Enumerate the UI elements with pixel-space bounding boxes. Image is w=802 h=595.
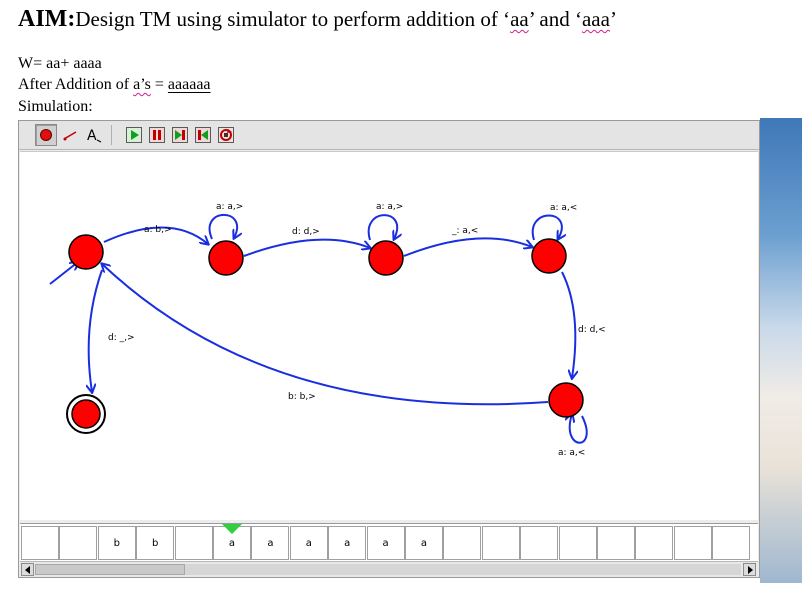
aim-end: ’ (609, 7, 617, 31)
simulator-toolbar: A (19, 121, 759, 150)
loop-q3 (531, 214, 562, 241)
after-as: a’s (133, 76, 151, 93)
toolbar-separator (111, 125, 112, 145)
arrow-line-icon (63, 131, 77, 141)
label-q4-loop: a: a,< (558, 448, 585, 458)
w-line: W= aa+ aaaa (18, 55, 102, 72)
step-button[interactable] (169, 124, 191, 146)
loop-q1 (208, 213, 238, 239)
start-arrow (49, 262, 78, 285)
arc-q0-q1 (103, 226, 208, 244)
tape-cell[interactable] (635, 526, 674, 560)
reset-button[interactable] (192, 124, 214, 146)
arc-q0-qf (89, 269, 103, 392)
run-button[interactable] (123, 124, 145, 146)
after-line: After Addition of a’s = aaaaaa (18, 76, 211, 94)
tape-cell[interactable]: b (97, 526, 136, 560)
tape-cell[interactable]: a (405, 526, 443, 560)
state-q1[interactable] (208, 240, 244, 276)
aim-aa: aa (510, 7, 529, 31)
tape-cell[interactable]: b (136, 526, 175, 560)
state-diagram: a: b,> a: a,> d: d,> a: a,> _: a,< a: a,… (49, 202, 606, 458)
scroll-thumb[interactable] (35, 564, 185, 575)
arc-q4-q0 (102, 264, 549, 406)
play-icon (126, 127, 142, 143)
horizontal-scrollbar[interactable] (20, 561, 758, 577)
state-q4[interactable] (548, 382, 584, 418)
tape-cell[interactable] (597, 526, 635, 560)
tape-cell[interactable] (443, 526, 482, 560)
state-q0[interactable] (68, 234, 104, 270)
tape-cell[interactable]: a (328, 526, 367, 560)
arc-q1-q2 (243, 238, 370, 257)
state-tool-button[interactable] (35, 124, 57, 146)
stop-cycle-icon (218, 127, 234, 143)
right-arrow-icon (748, 566, 753, 574)
desktop-background (760, 118, 802, 583)
label-q0-q1: a: b,> (144, 225, 172, 235)
tape-cell[interactable]: a (213, 526, 251, 560)
aim-label: AIM: (18, 6, 76, 32)
label-tool-button[interactable]: A (83, 124, 105, 146)
tape-cell[interactable] (558, 526, 597, 560)
aim-text: Design TM using simulator to perform add… (75, 7, 511, 31)
label-q2-loop: a: a,> (376, 202, 403, 212)
stop-button[interactable] (215, 124, 237, 146)
aim-aaa: aaa (581, 7, 610, 31)
scroll-right-button[interactable] (743, 563, 756, 576)
aim-mid: ’ and ‘ (528, 7, 582, 31)
diagram-canvas[interactable]: a: b,> a: a,> d: d,> a: a,> _: a,< a: a,… (20, 151, 758, 520)
step-forward-icon (172, 127, 188, 143)
loop-q4 (570, 414, 588, 444)
state-qf[interactable] (71, 399, 101, 429)
pause-icon (149, 127, 165, 143)
arc-q2-q3 (403, 237, 532, 257)
scroll-track[interactable] (35, 564, 741, 575)
tape-cell[interactable]: a (289, 526, 328, 560)
left-arrow-icon (25, 566, 30, 574)
tape-cell[interactable]: a (366, 526, 405, 560)
tape-cell[interactable] (174, 526, 213, 560)
label-q3-q4: d: d,< (578, 325, 606, 335)
tape-cell[interactable] (481, 526, 520, 560)
tape-cell[interactable] (712, 526, 751, 560)
label-q1-q2: d: d,> (292, 227, 320, 237)
tape-cell[interactable] (21, 526, 59, 560)
pause-button[interactable] (146, 124, 168, 146)
state-q3[interactable] (531, 238, 567, 274)
tape-head-icon (222, 524, 243, 534)
state-q2[interactable] (368, 240, 404, 276)
simulator-window: A (18, 120, 760, 578)
tape-cell[interactable] (673, 526, 712, 560)
arc-q3-q4 (561, 271, 575, 378)
circle-icon (40, 129, 52, 141)
step-back-icon (195, 127, 211, 143)
simulation-label: Simulation: (18, 98, 93, 115)
label-q0-qf: d: _,> (108, 333, 135, 343)
aim-heading: AIM:Design TM using simulator to perform… (18, 6, 617, 33)
loop-q2 (367, 214, 398, 240)
after-result: aaaaaa (167, 76, 211, 93)
tape-cell[interactable] (520, 526, 559, 560)
label-q2-q3: _: a,< (451, 226, 478, 236)
after-eq: = (150, 76, 168, 93)
tape-cell[interactable]: a (251, 526, 290, 560)
transition-tool-button[interactable] (59, 124, 81, 146)
scroll-left-button[interactable] (21, 563, 34, 576)
text-a-icon: A (87, 128, 102, 143)
tape-cell[interactable] (59, 526, 98, 560)
svg-text:A: A (87, 128, 97, 143)
label-q4-q0: b: b,> (288, 392, 316, 402)
label-q3-loop: a: a,< (550, 203, 577, 213)
after-prefix: After Addition of (18, 76, 134, 93)
label-q1-loop: a: a,> (216, 202, 243, 212)
